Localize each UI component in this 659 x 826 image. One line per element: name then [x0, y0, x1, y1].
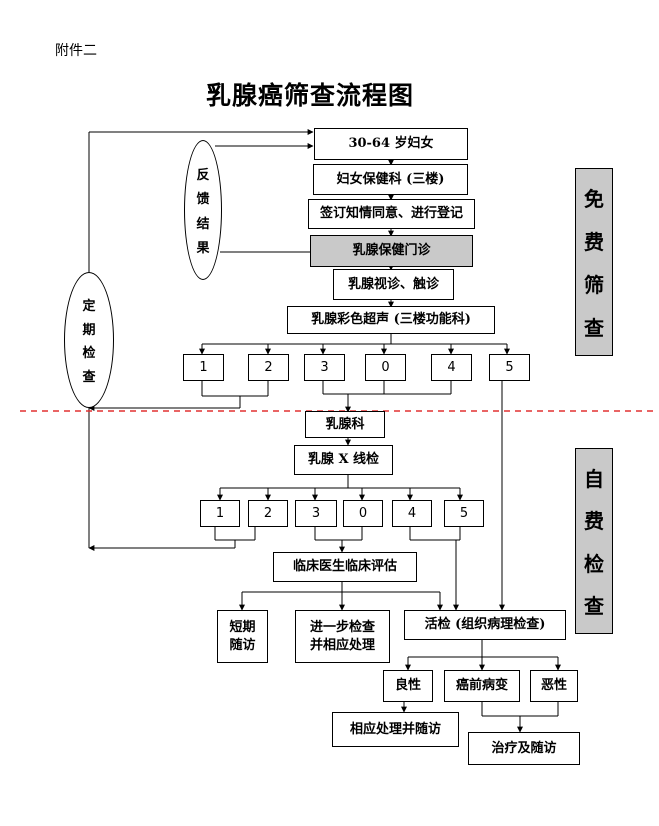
precancer-node: 癌前病变 — [444, 670, 520, 702]
xray-grade-box: 1 — [200, 500, 240, 527]
ultrasound-grade-box: 3 — [304, 354, 345, 381]
free-screening-label: 免 费 筛 查 — [575, 168, 613, 356]
further-check-node: 进一步检查 并相应处理 — [295, 610, 390, 663]
breast-clinic-node: 乳腺保健门诊 — [310, 235, 473, 267]
free-char: 查 — [584, 316, 604, 340]
feedback-result-oval: 反 馈 结 果 — [184, 140, 222, 280]
ultrasound-grade-box: 4 — [431, 354, 472, 381]
xray-grade-box: 5 — [444, 500, 484, 527]
paid-char: 费 — [584, 509, 604, 534]
ultrasound-grade-box: 0 — [365, 354, 406, 381]
malignant-node: 恶性 — [530, 670, 578, 702]
periodic-check-oval: 定 期 检 查 — [64, 272, 114, 408]
breast-xray-node: 乳腺 X 线检 — [294, 445, 393, 475]
visual-palpation-node: 乳腺视诊、触诊 — [333, 269, 454, 300]
xray-grade-box: 3 — [295, 500, 337, 527]
breast-dept-node: 乳腺科 — [305, 411, 385, 438]
short-term-followup-node: 短期 随访 — [217, 610, 268, 663]
feedback-char: 果 — [196, 240, 210, 256]
ultrasound-grade-box: 5 — [489, 354, 530, 381]
page-title: 乳腺癌筛查流程图 — [205, 81, 414, 110]
ultrasound-grade-box: 2 — [248, 354, 289, 381]
free-char: 免 — [584, 187, 604, 211]
ultrasound-grade-box: 1 — [183, 354, 224, 381]
handle-followup-node: 相应处理并随访 — [332, 712, 459, 747]
paid-exam-label: 自 费 检 查 — [575, 448, 613, 634]
paid-char: 自 — [584, 466, 604, 491]
paid-char: 查 — [584, 594, 604, 619]
attachment-note: 附件二 — [55, 43, 97, 59]
xray-grade-box: 0 — [343, 500, 383, 527]
women-30-64-node: 30-64 岁妇女 — [314, 128, 468, 160]
clinical-evaluation-node: 临床医生临床评估 — [273, 552, 417, 582]
periodic-char: 查 — [82, 369, 96, 385]
free-char: 筛 — [584, 273, 604, 297]
biopsy-node: 活检 (组织病理检查) — [404, 610, 566, 640]
xray-grade-box: 4 — [392, 500, 432, 527]
free-char: 费 — [584, 230, 604, 254]
periodic-char: 检 — [82, 346, 96, 362]
feedback-char: 结 — [196, 216, 210, 232]
periodic-char: 期 — [82, 322, 96, 338]
treatment-followup-node: 治疗及随访 — [468, 732, 580, 765]
xray-grade-box: 2 — [248, 500, 288, 527]
feedback-char: 馈 — [196, 192, 210, 208]
color-ultrasound-node: 乳腺彩色超声 (三楼功能科) — [287, 306, 495, 334]
paid-char: 检 — [584, 551, 604, 576]
womens-health-dept-node: 妇女保健科 (三楼) — [313, 164, 468, 195]
periodic-char: 定 — [82, 299, 96, 315]
consent-registration-node: 签订知情同意、进行登记 — [308, 199, 475, 229]
benign-node: 良性 — [383, 670, 433, 702]
feedback-char: 反 — [196, 168, 210, 184]
